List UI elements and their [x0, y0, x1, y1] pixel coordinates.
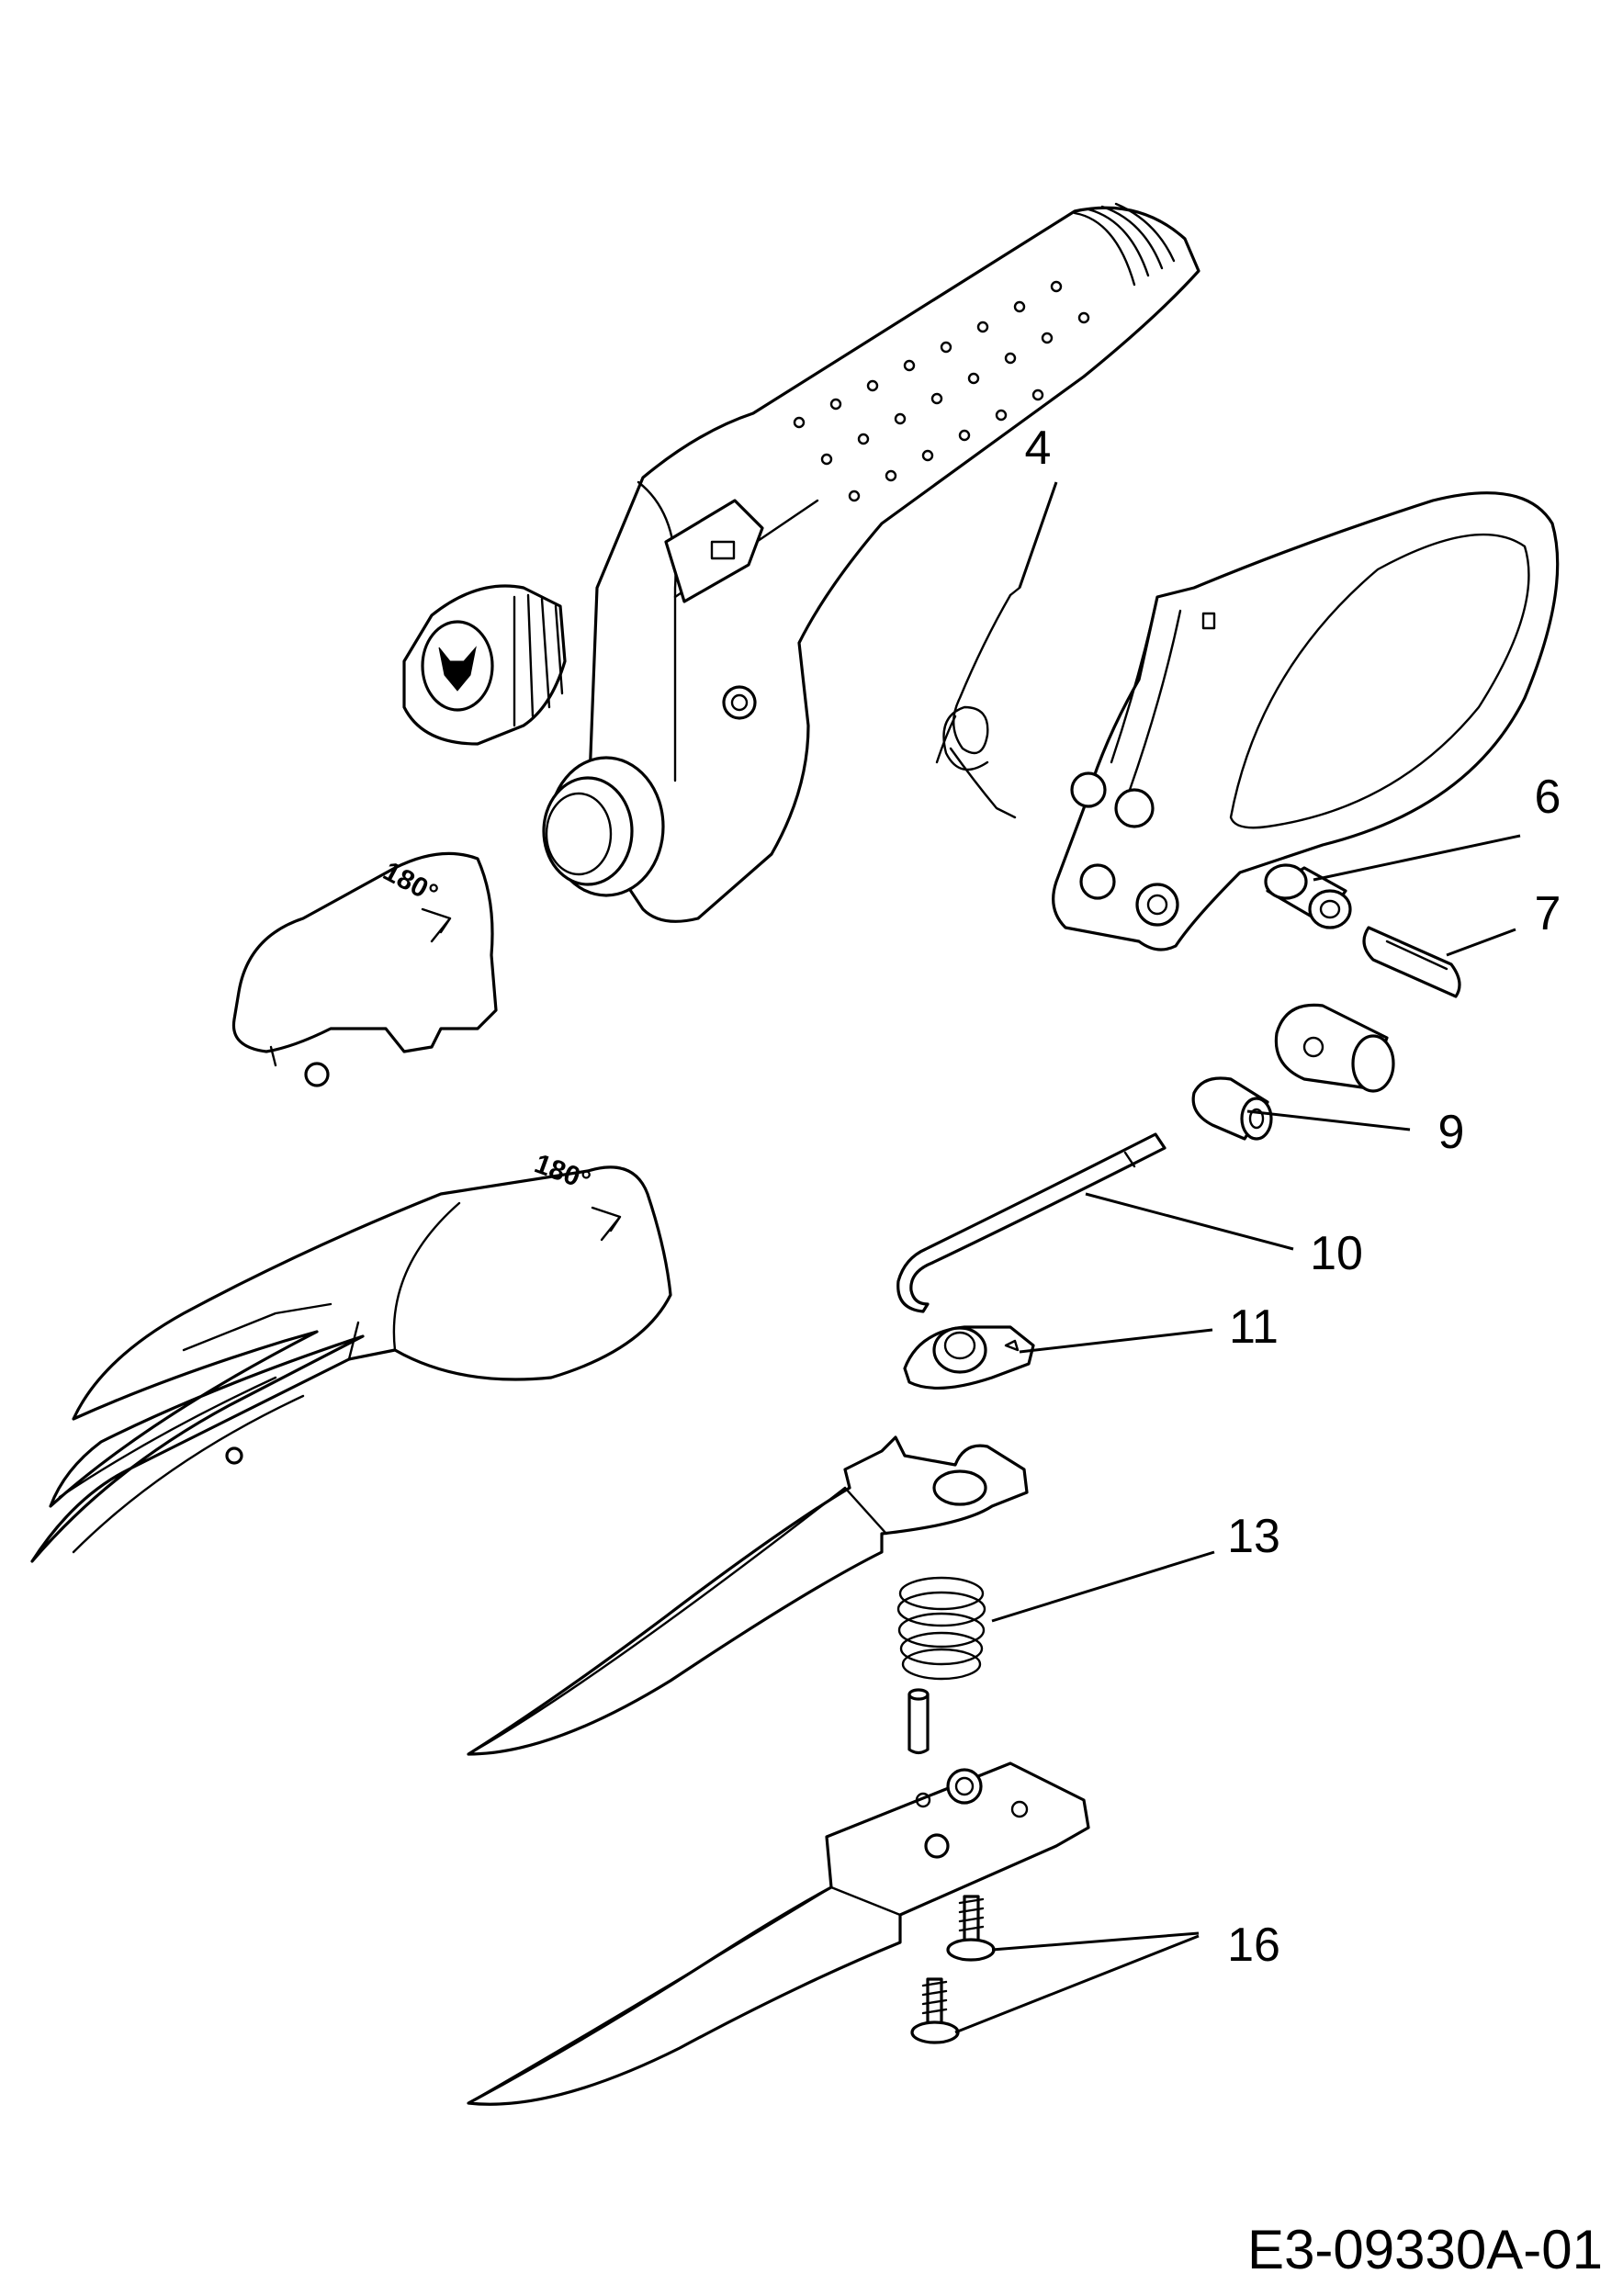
- callout-13: 13: [1227, 1510, 1280, 1563]
- callout-11: 11: [1229, 1300, 1279, 1354]
- upper-blade: [467, 1435, 1029, 1756]
- lower-blade: [467, 1761, 1090, 2106]
- nut-9: [1191, 1076, 1273, 1141]
- callout-4: 4: [1025, 422, 1052, 475]
- grass-comb: 180°: [30, 1149, 672, 1563]
- spring-13: [896, 1576, 986, 1681]
- sleeve: [1274, 1003, 1395, 1093]
- grip-dots: [793, 280, 1090, 502]
- figure-code: E3-09330A-01: [1247, 2219, 1603, 2280]
- arrow-icon: [421, 907, 452, 943]
- fox-logo-icon: [438, 646, 477, 692]
- leader-lines: [954, 481, 1521, 2034]
- pin-7: [1362, 926, 1461, 998]
- arrow-icon: [591, 1206, 622, 1242]
- callout-10: 10: [1310, 1227, 1363, 1280]
- loop-handle: [1052, 491, 1560, 951]
- rod-10: [896, 1132, 1167, 1313]
- torsion-spring: [935, 586, 1021, 819]
- callout-16: 16: [1227, 1919, 1280, 1972]
- adjustment-knob: [402, 584, 567, 746]
- callout-7: 7: [1535, 887, 1561, 940]
- main-handle: [542, 202, 1200, 923]
- screw-16-upper: [946, 1895, 996, 1962]
- bushing-6: [1264, 863, 1352, 929]
- washer-11: [903, 1325, 1035, 1390]
- rotation-cap: 180°: [231, 851, 498, 1087]
- callout-9: 9: [1438, 1106, 1465, 1159]
- screw-16-lower: [910, 1977, 960, 2044]
- pin: [907, 1688, 930, 1755]
- callout-6: 6: [1535, 771, 1561, 824]
